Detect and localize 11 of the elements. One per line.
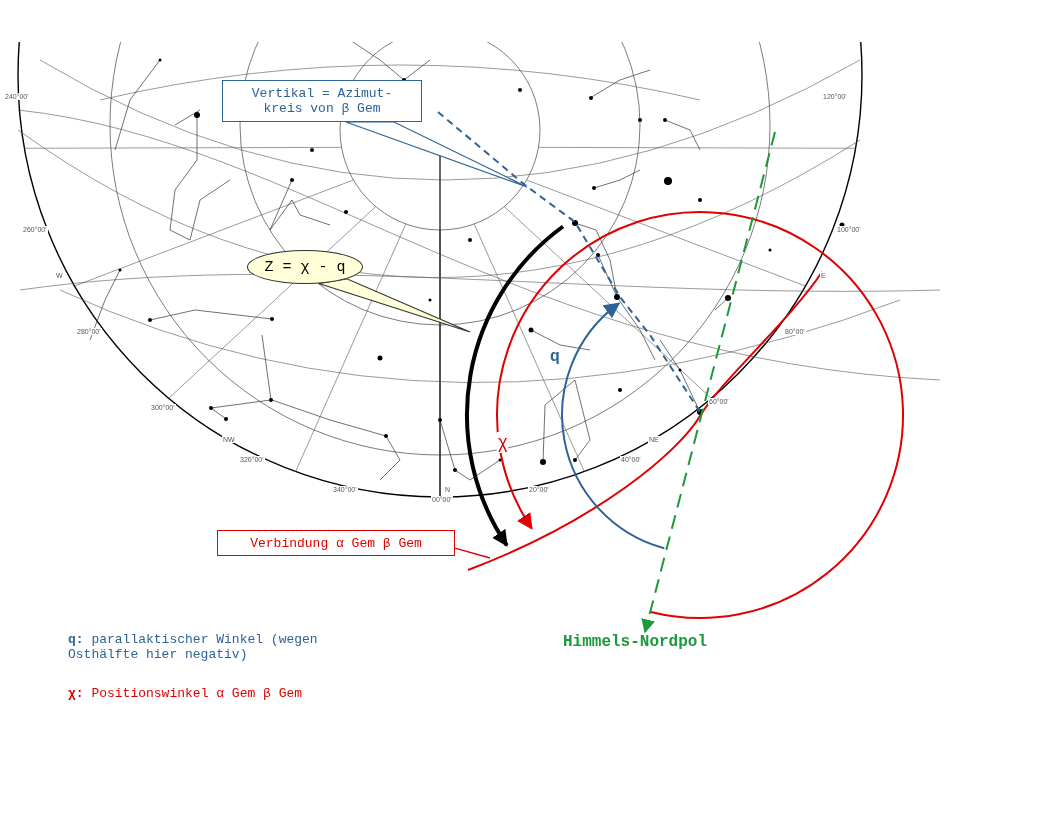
pole-label: Himmels-Nordpol [540,632,730,652]
angle-label: q [550,347,560,365]
callout-bubble: Z = χ - q [247,250,363,284]
callout-pointer [318,278,471,333]
callout-pointer [345,121,528,188]
dashed-arrow [641,131,776,634]
legend-note: q: parallaktischer Winkel (wegen Osthälfte hier negativ) [68,632,319,662]
angle-label: χ [497,432,509,453]
legend-note: χ: Positionswinkel α Gem β Gem [68,686,303,701]
callout-box: Vertikal = Azimut- kreis von β Gem [222,80,422,122]
callout-box: Verbindung α Gem β Gem [217,530,455,556]
